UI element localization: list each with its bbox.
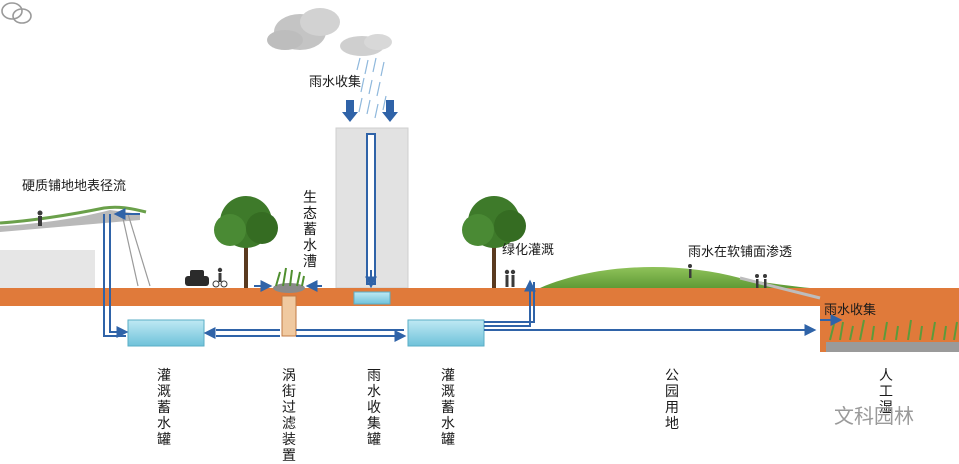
irrigation-tank-left [127,319,205,347]
eco-swale-planter [273,267,305,337]
downpipe [366,133,376,285]
tree-right-icon [462,196,526,288]
wechat-icon [1,2,32,24]
label-irrigation-tank-left: 灌溉蓄水罐 [157,368,171,448]
label-street-filter: 涡街过滤装置 [282,368,296,464]
left-wall [0,250,95,288]
soil-layer [0,288,959,306]
label-park-land: 公园用地 [665,368,679,432]
label-eco-swale: 生态蓄水漕 [303,190,317,270]
label-rain-collect-tank: 雨水收集罐 [367,368,381,448]
person-icon [37,210,43,226]
rain-collect-tank [353,291,391,305]
tree-left-icon [214,196,278,288]
irrigation-tank-mid [407,319,485,347]
rain-down-arrows [342,100,398,122]
label-rain-collect-top: 雨水收集 [309,75,362,90]
label-hard-paving-runoff: 硬质铺地地表径流 [22,179,127,194]
label-soft-paving-infiltration: 雨水在软铺面渗透 [688,245,793,260]
people-hill-icon [688,264,767,288]
wetland [826,319,959,352]
rain-icon [356,57,387,119]
people-icon [504,269,516,287]
pipe-network [103,214,817,342]
watermark-text: 文科园林 [834,404,914,428]
cloud-icon [267,8,392,56]
grass-hill [540,267,810,288]
label-artificial-wetland: 人工湿 [879,368,893,416]
label-irrigation-tank-mid: 灌溉蓄水罐 [441,368,455,448]
diagram-canvas [0,8,959,354]
label-rain-collect-right: 雨水收集 [824,303,877,318]
cyclist-icon [212,267,228,288]
car-icon [185,270,209,286]
label-green-irrigation: 绿化灌溉 [502,243,555,258]
